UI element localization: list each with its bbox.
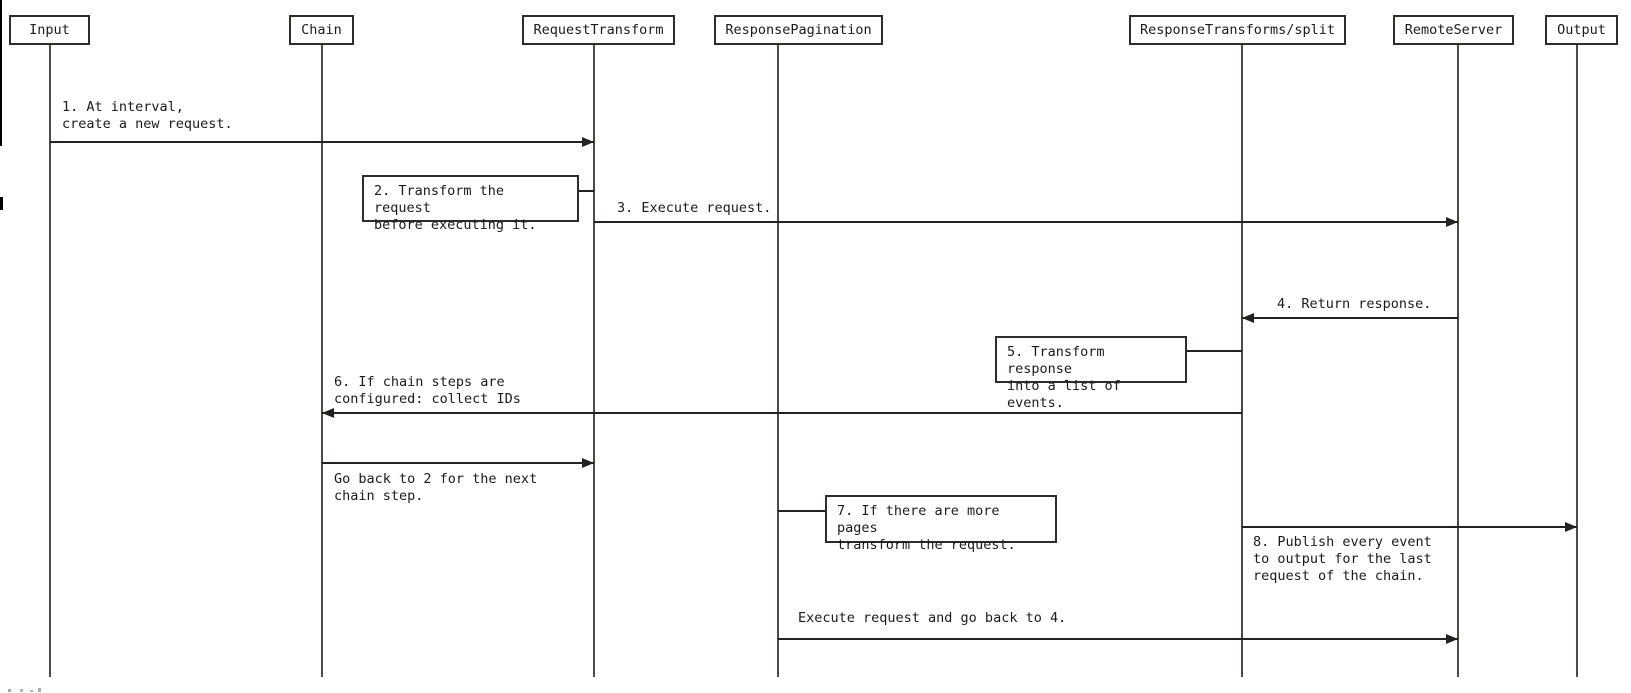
msg-execute-go-back-4-label: Execute request and go back to 4. [798,610,1067,626]
msg-execute-go-back-4-arrowhead-icon [1446,634,1458,644]
msg-6-collect-ids-arrowhead-icon [322,408,334,418]
bottom-smudge-dot [20,689,23,692]
note-5-transform-response-connector [1187,350,1242,352]
msg-6-collect-ids-label: 6. If chain steps are configured: collec… [334,374,521,407]
lifeline-output [1576,45,1578,677]
msg-3-execute-request-line [594,221,1458,223]
lifeline-chain [321,45,323,677]
participant-label-response-transforms-split: ResponseTransforms/split [1139,22,1336,38]
lifeline-remote-server [1457,45,1459,677]
note-5-transform-response: 5. Transform response into a list of eve… [995,336,1187,411]
msg-1-create-request-label: 1. At interval, create a new request. [62,99,233,132]
msg-6-collect-ids-line [322,412,1242,414]
msg-go-back-to-2-label: Go back to 2 for the next chain step. [334,471,538,504]
participant-label-response-pagination: ResponsePagination [725,22,872,38]
participant-label-remote-server: RemoteServer [1404,22,1503,38]
msg-8-publish-events-label: 8. Publish every event to output for the… [1253,534,1432,584]
participant-label-chain: Chain [301,22,342,38]
note-7-more-pages: 7. If there are more pages transform the… [825,495,1057,553]
msg-3-execute-request-arrowhead-icon [1446,217,1458,227]
msg-4-return-response-label: 4. Return response. [1277,296,1432,312]
participant-box-response-transforms-split: ResponseTransforms/split [1129,15,1346,45]
msg-3-execute-request-label: 3. Execute request. [617,200,772,216]
bottom-smudge-dot [38,688,41,692]
msg-1-create-request-line [50,141,594,143]
screen-edge-notch [0,197,3,210]
msg-4-return-response-arrowhead-icon [1242,313,1254,323]
participant-box-input: Input [9,15,90,45]
lifeline-request-transform [593,45,595,677]
participant-label-output: Output [1557,22,1606,38]
lifeline-response-pagination [777,45,779,677]
participant-label-input: Input [29,22,70,38]
bottom-smudge-dot [30,690,33,692]
participant-box-response-pagination: ResponsePagination [714,15,883,45]
participant-label-request-transform: RequestTransform [533,22,664,38]
msg-8-publish-events-arrowhead-icon [1565,522,1577,532]
note-2-transform-request-connector [579,190,594,192]
screen-edge-line [0,0,2,146]
msg-4-return-response-line [1242,317,1458,319]
msg-execute-go-back-4-line [778,638,1458,640]
msg-go-back-to-2-line [322,462,594,464]
participant-box-chain: Chain [289,15,354,45]
lifeline-response-transforms-split [1241,45,1243,677]
msg-1-create-request-arrowhead-icon [582,137,594,147]
participant-box-remote-server: RemoteServer [1393,15,1514,45]
note-2-transform-request: 2. Transform the request before executin… [362,175,579,233]
lifeline-input [49,45,51,677]
note-7-more-pages-connector [778,510,825,512]
bottom-smudge-dot [8,689,11,692]
msg-go-back-to-2-arrowhead-icon [582,458,594,468]
participant-box-request-transform: RequestTransform [522,15,675,45]
msg-8-publish-events-line [1242,526,1577,528]
participant-box-output: Output [1545,15,1618,45]
